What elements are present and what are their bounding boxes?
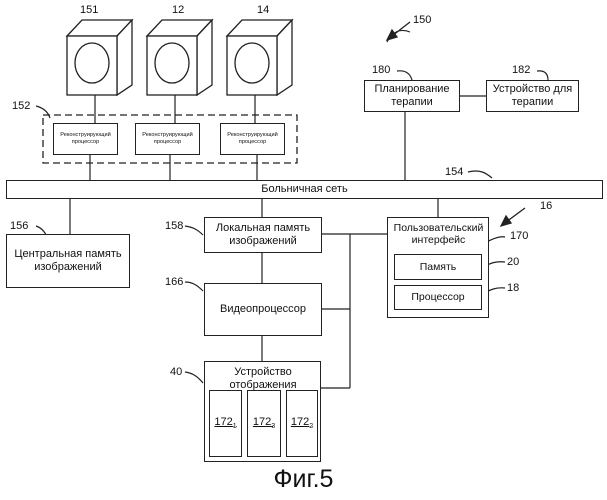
display-panel-3-label: 1722 xyxy=(291,416,313,431)
display-panel-2: 1723 xyxy=(247,390,281,457)
scanner-ref-151: 151 xyxy=(80,4,98,16)
display-ref: 40 xyxy=(170,366,182,378)
figure-ref: 150 xyxy=(413,14,431,26)
ui-memory-box: Память xyxy=(394,254,482,280)
scanner-cubes xyxy=(67,20,292,95)
display-panel-2-label: 1723 xyxy=(253,416,275,431)
scanner-ref-12: 12 xyxy=(172,4,184,16)
display-panel-1: 1721 xyxy=(209,390,242,457)
video-processor-ref: 166 xyxy=(165,276,183,288)
recon-processor-2: Реконструирующий процессор xyxy=(135,123,200,155)
hospital-network-bus: Больничная сеть xyxy=(6,180,603,199)
display-panel-2-base: 172 xyxy=(253,416,271,428)
recon-processor-3: Реконструирующий процессор xyxy=(220,123,285,155)
therapy-device-box: Устройство для терапии xyxy=(486,80,579,112)
display-panel-3: 1722 xyxy=(286,390,318,457)
planning-ref: 180 xyxy=(372,64,390,76)
user-interface-label: Пользовательский интерфейс xyxy=(391,222,486,246)
memory-ref: 20 xyxy=(507,256,519,268)
figure-caption: Фиг.5 xyxy=(0,465,607,494)
network-ref: 154 xyxy=(445,166,463,178)
display-panel-2-sub: 3 xyxy=(271,423,275,430)
display-panel-3-base: 172 xyxy=(291,416,309,428)
therapy-device-ref: 182 xyxy=(512,64,530,76)
central-memory-ref: 156 xyxy=(10,220,28,232)
display-device-label: Устройство отображения xyxy=(209,366,317,391)
display-panel-1-base: 172 xyxy=(214,416,232,428)
local-image-memory-box: Локальная память изображений xyxy=(204,217,322,253)
processor-ref: 18 xyxy=(507,282,519,294)
local-memory-ref: 158 xyxy=(165,220,183,232)
ui-processor-box: Процессор xyxy=(394,285,482,310)
display-panel-1-label: 1721 xyxy=(214,416,236,431)
display-panel-3-sub: 2 xyxy=(309,423,313,430)
scanner-ref-14: 14 xyxy=(257,4,269,16)
recon-processor-1: Реконструирующий процессор xyxy=(53,123,118,155)
display-panel-1-sub: 1 xyxy=(233,423,237,430)
user-interface-group-ref: 16 xyxy=(540,200,552,212)
central-image-memory-box: Центральная память изображений xyxy=(6,234,130,288)
therapy-planning-box: Планирование терапии xyxy=(364,80,460,112)
recon-group-ref: 152 xyxy=(12,100,30,112)
user-interface-ref: 170 xyxy=(510,230,528,242)
video-processor-box: Видеопроцессор xyxy=(204,283,322,336)
